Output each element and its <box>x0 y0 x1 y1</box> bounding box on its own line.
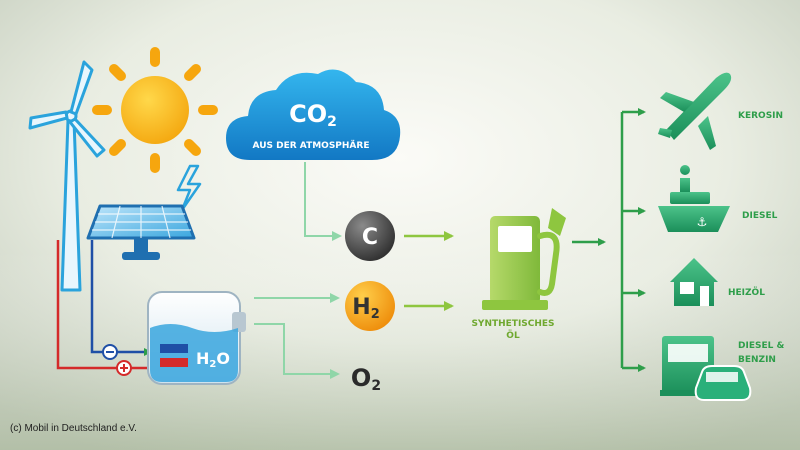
output-label-diesel: DIESEL <box>742 211 778 221</box>
lightning-icon <box>176 164 202 212</box>
electrolyser-tank-icon: H2O <box>147 291 246 385</box>
carbon-node: C <box>345 211 395 261</box>
co2-subtitle: AUS DER ATMOSPHÄRE <box>253 140 370 151</box>
fuel-pump-icon <box>482 208 566 310</box>
output-label-heizoel: HEIZÖL <box>728 287 765 298</box>
hydrogen-label: H2 <box>352 295 379 322</box>
anchor-icon: ⚓ <box>697 215 708 229</box>
truck-car-icon <box>660 336 752 401</box>
co2-formula: CO2 <box>289 100 337 130</box>
copyright-credit: (c) Mobil in Deutschland e.V. <box>10 423 137 434</box>
ship-icon <box>658 165 730 232</box>
output-label-kerosin: KEROSIN <box>738 111 783 121</box>
output-label-diesel-benzin-line1: DIESEL & <box>738 341 784 351</box>
electrolyser-formula: H2O <box>196 349 230 370</box>
airplane-icon <box>658 72 732 150</box>
wire-negative <box>90 240 106 354</box>
arrow-tank-to-oxygen <box>254 323 340 379</box>
house-icon <box>670 258 718 306</box>
output-label-diesel-benzin-line2: BENZIN <box>738 355 776 365</box>
distribution-arrows <box>572 108 646 372</box>
wind-turbine-icon <box>28 60 106 292</box>
wire-positive <box>56 240 118 370</box>
arrow-co2-to-carbon <box>304 162 342 241</box>
co2-cloud: CO2 AUS DER ATMOSPHÄRE <box>226 69 401 160</box>
sun-icon <box>92 47 218 173</box>
oxygen-label: O2 <box>351 364 381 394</box>
solar-panel-icon <box>86 204 196 260</box>
fuel-label-line1: SYNTHETISCHES <box>471 319 554 329</box>
fuel-label-line2: ÖL <box>506 330 520 341</box>
hydrogen-node: H2 <box>345 281 395 331</box>
carbon-label: C <box>362 225 378 250</box>
